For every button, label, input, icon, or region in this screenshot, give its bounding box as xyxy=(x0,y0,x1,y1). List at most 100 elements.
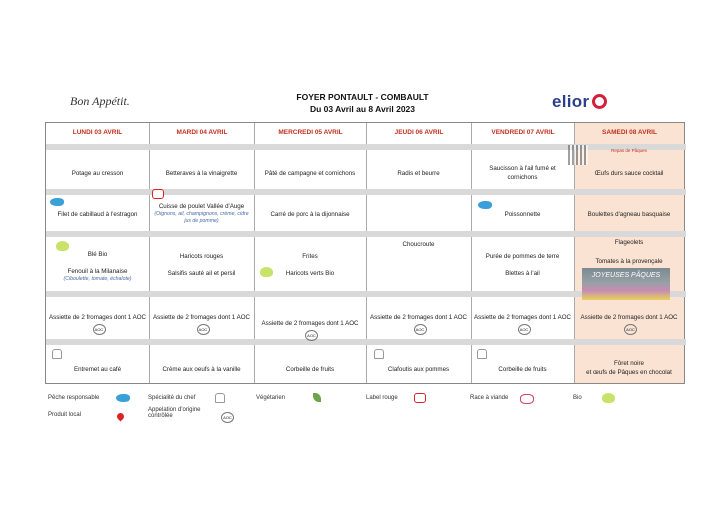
day-header-thursday: JEUDI 06 AVRIL xyxy=(394,129,444,136)
tuesday-plat: Cuisse de poulet Vallée d'Auge (Oignons,… xyxy=(152,202,251,225)
friday-dessert: Corbeille de fruits xyxy=(498,366,547,373)
aoc-icon: AOC xyxy=(92,324,106,335)
saturday-dessert: Fôret noire et œufs de Pâques en chocola… xyxy=(577,359,681,377)
aoc-icon: AOC xyxy=(221,412,234,423)
aoc-icon: AOC xyxy=(305,330,318,341)
tuesday-fromage: Assiette de 2 fromages dont 1 AOC AOC xyxy=(152,313,251,335)
easter-banner-image: JOYEUSES PÂQUES xyxy=(582,268,670,300)
monday-garniture2-detail: (Ciboulette, tomate, échalote) xyxy=(63,276,132,282)
easter-banner-text: JOYEUSES PÂQUES xyxy=(591,272,661,279)
saturday-garniture1: Flageolets xyxy=(614,239,644,246)
leaf-icon xyxy=(313,393,321,402)
bio-icon xyxy=(260,267,273,277)
meat-icon xyxy=(520,394,534,404)
friday-entree: Saucisson à l'ail fumé et cornichons xyxy=(489,165,556,181)
aoc-icon: AOC xyxy=(624,324,637,335)
fish-icon xyxy=(116,394,130,402)
tuesday-plat-detail: (Oignons, ail, champignons, crème, cidre… xyxy=(154,211,249,224)
bon-appetit-logo: Bon Appétit. xyxy=(70,94,130,109)
legend-specialite-label: Spécialité du chef xyxy=(148,395,196,401)
legend-local-label: Produit local xyxy=(48,412,82,418)
saturday-fromage: Assiette de 2 fromages dont 1 AOC AOC xyxy=(577,313,681,335)
monday-fromage: Assiette de 2 fromages dont 1 AOCAOC xyxy=(49,313,146,335)
saturday-note: Repas de Pâques xyxy=(611,148,647,153)
saturday-entree: Œufs durs sauce cocktail xyxy=(594,170,664,177)
aoc-icon: AOC xyxy=(517,324,531,335)
friday-fromage: Assiette de 2 fromages dont 1 AOC AOC xyxy=(474,313,571,335)
chef-hat-icon xyxy=(477,349,487,359)
chef-hat-icon xyxy=(215,393,225,403)
row-separator xyxy=(46,231,686,237)
saturday-garniture2: Tomates à la provençale xyxy=(595,258,663,265)
page-title: FOYER PONTAULT - COMBAULT xyxy=(296,92,429,102)
thursday-plat: Choucroute xyxy=(402,241,435,248)
row-separator xyxy=(46,189,686,195)
chef-hat-icon xyxy=(52,349,62,359)
elior-logo: elior xyxy=(552,92,608,112)
aoc-icon: AOC xyxy=(196,324,210,335)
legend-label-rouge-label: Label rouge xyxy=(366,395,398,401)
aoc-icon: AOC xyxy=(413,324,427,335)
legend-aop-label: Appelation d'origine contrôlée xyxy=(148,407,201,419)
saturday-fromage-label: Assiette de 2 fromages dont 1 AOC xyxy=(580,314,678,321)
day-header-wednesday: MERCREDI 05 AVRIL xyxy=(278,129,343,136)
legend-peche-label: Pêche responsable xyxy=(48,395,100,401)
tuesday-dessert: Crème aux oeufs à la vanille xyxy=(162,366,241,373)
label-rouge-icon xyxy=(414,393,426,403)
thursday-fromage-label: Assiette de 2 fromages dont 1 AOC xyxy=(370,314,467,321)
wednesday-fromage: Assiette de 2 fromages dont 1 AOC AOC xyxy=(257,319,363,341)
monday-garniture2-label: Fenouil à la Milanaise xyxy=(67,268,128,275)
column-wednesday: MERCREDI 05 AVRIL xyxy=(254,123,366,383)
thursday-dessert: Clafoutis aux pommes xyxy=(387,366,450,373)
label-rouge-icon xyxy=(152,189,164,199)
wednesday-garniture2: Haricots verts Bio xyxy=(285,270,335,277)
legend-race-label: Race à viande xyxy=(470,395,509,401)
wednesday-dessert: Corbeille de fruits xyxy=(285,366,335,373)
tuesday-garniture1: Haricots rouges xyxy=(179,253,224,260)
monday-dessert: Entremet au café xyxy=(73,366,122,373)
column-tuesday: MARDI 04 AVRIL xyxy=(149,123,254,383)
legend-aop-line2: contrôlée xyxy=(148,413,173,419)
saturday-dessert-label: Fôret noire xyxy=(614,360,644,367)
column-friday: VENDREDI 07 AVRIL xyxy=(471,123,574,383)
friday-garniture1: Purée de pommes de terre xyxy=(485,253,560,260)
tuesday-fromage-label: Assiette de 2 fromages dont 1 AOC xyxy=(153,314,250,321)
qr-code-icon xyxy=(568,145,588,165)
fish-icon xyxy=(478,201,492,209)
day-header-monday: LUNDI 03 AVRIL xyxy=(72,129,123,136)
friday-fromage-label: Assiette de 2 fromages dont 1 AOC xyxy=(474,314,571,321)
thursday-entree: Radis et beurre xyxy=(397,170,440,177)
saturday-dessert-label2: et œufs de Pâques en chocolat xyxy=(586,369,672,376)
bio-icon xyxy=(56,241,69,251)
legend-aop-line1: Appelation d'origine xyxy=(148,407,201,413)
column-thursday: JEUDI 06 AVRIL xyxy=(366,123,471,383)
monday-garniture1: Blé Bio xyxy=(87,251,108,258)
monday-garniture2: Fenouil à la Milanaise (Ciboulette, toma… xyxy=(49,267,146,283)
monday-plat: Filet de cabillaud à l'estragon xyxy=(57,211,138,218)
day-header-saturday: SAMEDI 08 AVRIL xyxy=(602,129,657,136)
day-header-friday: VENDREDI 07 AVRIL xyxy=(491,129,555,136)
thursday-fromage: Assiette de 2 fromages dont 1 AOC AOC xyxy=(369,313,468,335)
monday-entree: Potage au cresson xyxy=(71,170,124,177)
wednesday-plat: Carré de porc à la dijonnaise xyxy=(270,211,350,218)
legend-vegetarien-label: Végétarien xyxy=(256,395,286,401)
wednesday-fromage-label: Assiette de 2 fromages dont 1 AOC xyxy=(261,320,359,327)
tuesday-garniture2: Salsifis sauté ail et persil xyxy=(167,270,236,277)
column-monday: LUNDI 03 AVRIL xyxy=(46,123,149,383)
bio-icon xyxy=(602,393,615,403)
row-separator xyxy=(46,144,686,150)
tuesday-entree: Betteraves à la vinaigrette xyxy=(165,170,238,177)
friday-garniture2: Blettes à l'ail xyxy=(505,270,540,277)
friday-plat: Poissonnette xyxy=(504,211,541,218)
row-separator xyxy=(46,339,686,345)
page-subtitle: Du 03 Avril au 8 Avril 2023 xyxy=(309,104,416,114)
wednesday-garniture1: Frites xyxy=(302,253,318,260)
location-pin-icon xyxy=(115,411,126,422)
elior-text: elior xyxy=(552,92,590,111)
legend-bio-label: Bio xyxy=(573,395,582,401)
saturday-plat: Boulettes d'agneau basquaise xyxy=(587,211,671,218)
row-separator xyxy=(46,291,686,297)
chef-hat-icon xyxy=(374,349,384,359)
elior-mark-icon xyxy=(592,94,608,109)
bon-appetit-text: Bon Appétit. xyxy=(70,94,130,108)
